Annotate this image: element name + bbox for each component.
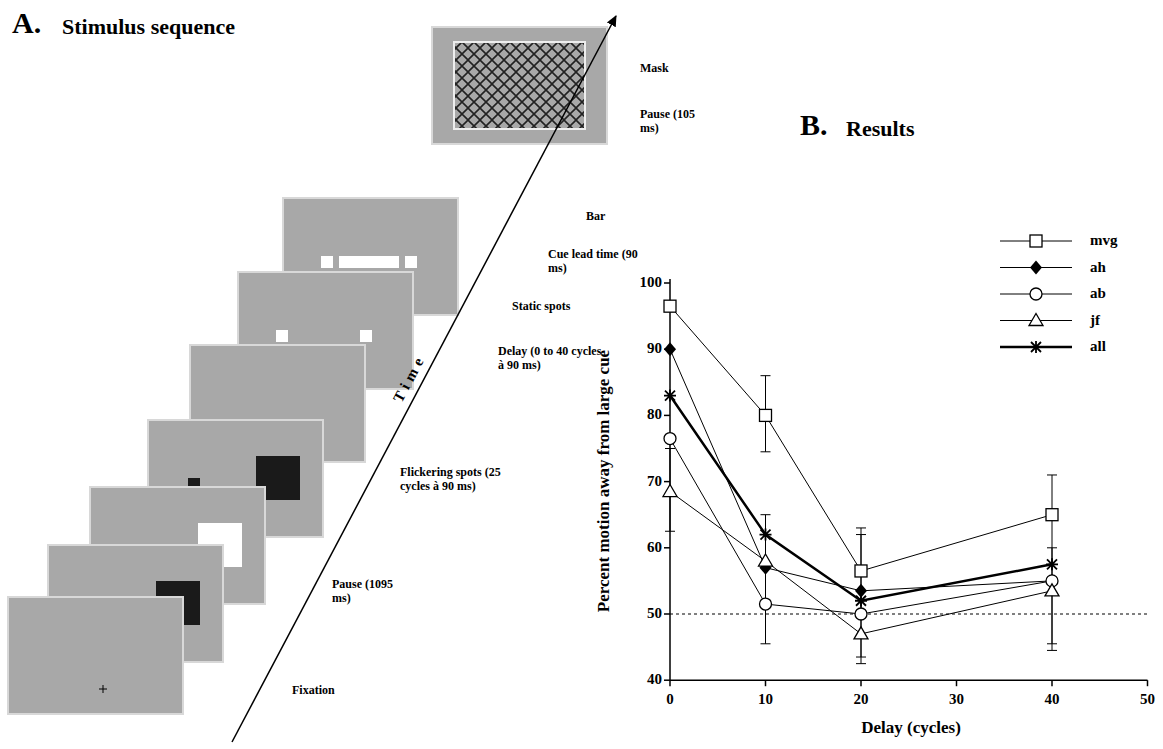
tick-label: 50 <box>1140 691 1155 708</box>
square-marker <box>664 300 676 312</box>
tick <box>1147 680 1149 686</box>
tick-label: 80 <box>647 407 662 424</box>
circle-marker <box>664 433 676 445</box>
static-spot <box>276 330 288 342</box>
data-line <box>670 306 1052 571</box>
legend-label: ab <box>1090 285 1106 302</box>
triangle-marker <box>663 485 677 497</box>
square-marker <box>1030 235 1042 247</box>
asterisk-marker <box>664 390 676 402</box>
data-line <box>670 396 1052 601</box>
tick-label: 10 <box>758 691 773 708</box>
asterisk-marker <box>1046 558 1058 570</box>
stimulus-frame <box>432 27 607 144</box>
data-line <box>670 349 1052 591</box>
static-spot <box>321 256 333 268</box>
circle-marker <box>855 608 867 620</box>
step-label: Static spots <box>512 300 570 314</box>
x-axis <box>670 679 1148 681</box>
panel-title: Stimulus sequence <box>62 14 235 39</box>
triangle-marker <box>854 627 868 639</box>
circle-marker <box>760 598 772 610</box>
square-marker <box>855 565 867 577</box>
error-bar <box>761 376 771 452</box>
error-bar <box>856 528 866 664</box>
screen <box>8 597 183 714</box>
legend-label: jf <box>1090 312 1100 329</box>
tick-label: 40 <box>647 672 662 689</box>
tick <box>664 613 670 615</box>
tick-label: 60 <box>647 539 662 556</box>
tick-label: 100 <box>640 274 663 291</box>
axis-title: Percent motion away from large cue <box>594 350 614 612</box>
tick <box>664 481 670 483</box>
step-label: Flickering spots (25 cycles à 90 ms) <box>400 466 508 494</box>
error-bar <box>761 515 771 644</box>
panel-letter: A. <box>12 6 41 41</box>
tick <box>664 679 670 681</box>
step-label: Fixation <box>292 684 335 698</box>
fixation-cross <box>99 685 107 693</box>
chance-line <box>670 614 1148 615</box>
legend-label: mvg <box>1090 232 1118 249</box>
mask-grid <box>454 42 585 129</box>
tick <box>664 282 670 284</box>
step-label: Delay (0 to 40 cycles à 90 ms) <box>498 345 606 373</box>
tick <box>1051 680 1053 686</box>
error-bar <box>1047 475 1057 650</box>
tick-label: 40 <box>1045 691 1060 708</box>
static-spot <box>405 256 417 268</box>
asterisk-marker <box>1030 341 1042 353</box>
bar <box>339 256 399 268</box>
square-marker <box>1046 509 1058 521</box>
data-line <box>670 492 1052 634</box>
circle-marker <box>1030 288 1042 300</box>
tick <box>664 547 670 549</box>
tick <box>664 415 670 417</box>
step-label: Pause (105 ms) <box>640 108 702 136</box>
data-line <box>670 439 1052 614</box>
tick-label: 70 <box>647 473 662 490</box>
tick-label: 20 <box>854 691 869 708</box>
tick <box>956 680 958 686</box>
step-label: Pause (1095 ms) <box>332 578 400 606</box>
triangle-marker <box>1029 314 1043 326</box>
tick <box>765 680 767 686</box>
step-label: Cue lead time (90 ms) <box>548 248 640 276</box>
diamond-marker <box>1030 261 1042 275</box>
square-marker <box>760 409 772 421</box>
tick-label: 0 <box>666 691 674 708</box>
static-spot <box>360 330 372 342</box>
tick-label: 90 <box>647 341 662 358</box>
tick <box>669 680 671 686</box>
panel-title: Results <box>846 116 914 141</box>
diamond-marker <box>664 342 676 356</box>
tick-label: 30 <box>949 691 964 708</box>
asterisk-marker <box>855 595 867 607</box>
time-arrow <box>232 16 616 742</box>
legend-label: ah <box>1090 259 1106 276</box>
axis-title: Delay (cycles) <box>861 718 961 738</box>
asterisk-marker <box>760 529 772 541</box>
legend <box>1000 235 1072 353</box>
step-label: Bar <box>586 210 605 224</box>
tick-label: 50 <box>647 605 662 622</box>
triangle-marker <box>1045 584 1059 596</box>
step-label: Mask <box>640 62 669 76</box>
panel-letter: B. <box>800 108 828 143</box>
tick <box>860 680 862 686</box>
screen <box>432 27 607 144</box>
stimulus-frame <box>8 597 183 714</box>
legend-label: all <box>1090 338 1106 355</box>
triangle-marker <box>759 554 773 566</box>
